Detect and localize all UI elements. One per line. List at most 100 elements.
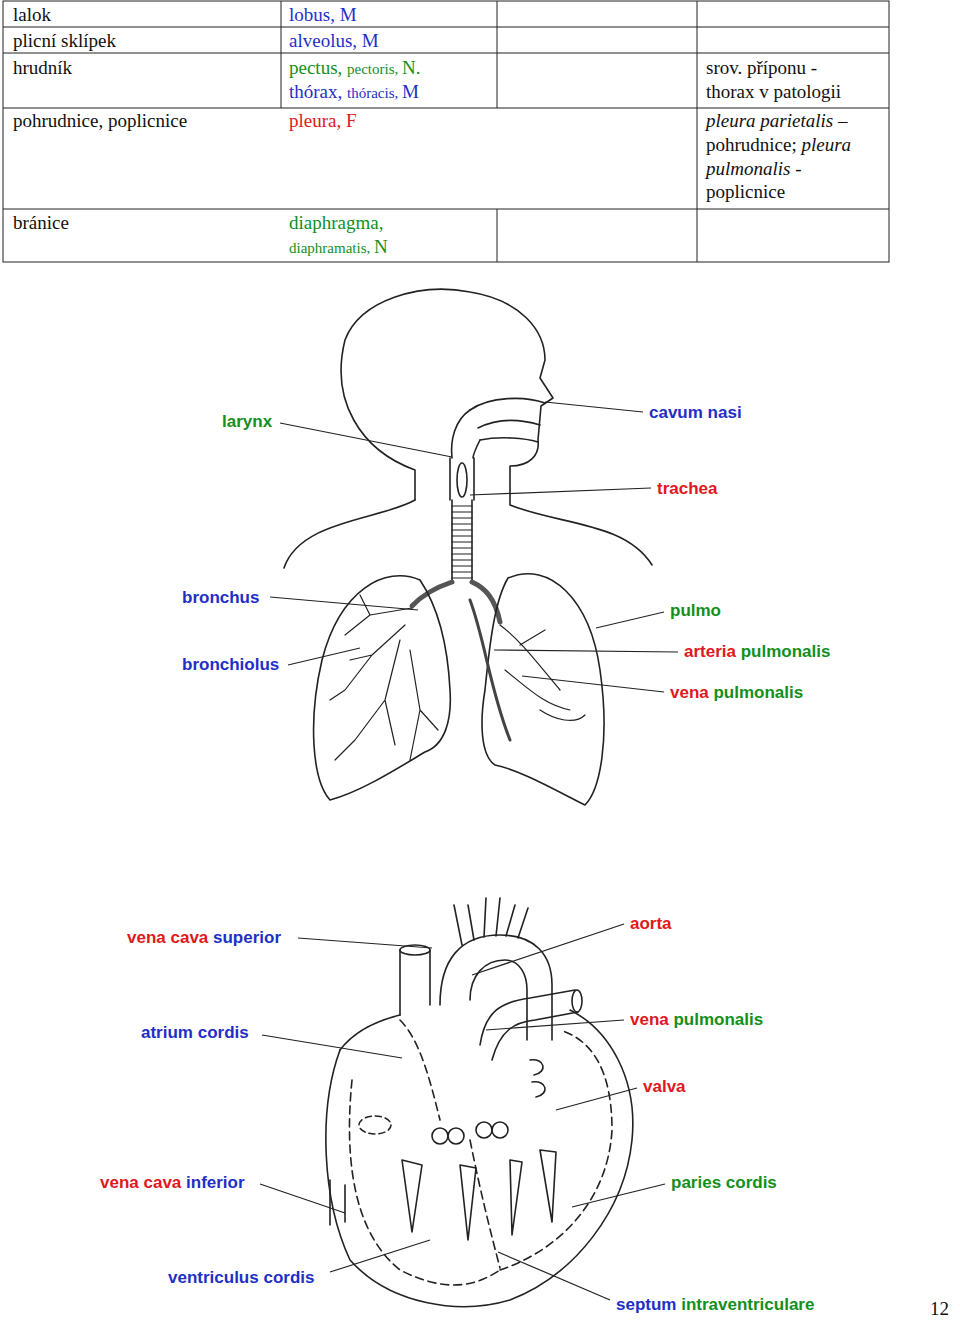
part-label: vena cava inferior: [100, 1172, 245, 1193]
word: valva: [643, 1077, 686, 1096]
table-grid: [3, 108, 889, 109]
word: paries: [671, 1173, 726, 1192]
table-grid: [3, 209, 889, 210]
word: thórax,: [289, 81, 347, 102]
respiratory-drawing: [470, 398, 545, 410]
word: –: [838, 110, 848, 131]
leader-line: [545, 402, 643, 412]
word: bronchiolus: [182, 655, 279, 674]
word: pectus,: [289, 57, 347, 78]
part-label: aorta: [630, 913, 672, 934]
respiratory-drawing: [470, 600, 510, 740]
part-label: vena cava superior: [127, 927, 281, 948]
heart-drawing: [330, 1180, 345, 1225]
word: cordis: [263, 1268, 314, 1287]
word: M: [340, 4, 357, 25]
leader-line: [262, 1035, 402, 1058]
part-label: paries cordis: [671, 1172, 777, 1193]
part-label: valva: [643, 1076, 686, 1097]
table-cell: plicní sklípek: [13, 29, 116, 53]
respiratory-drawing: [330, 595, 438, 760]
leader-line: [288, 648, 360, 665]
heart-drawing: [340, 1015, 400, 1050]
part-label: vena pulmonalis: [630, 1009, 763, 1030]
word: cordis: [198, 1023, 249, 1042]
word: ventriculus: [168, 1268, 263, 1287]
respiratory-drawing: [452, 500, 472, 582]
heart-drawing: [440, 935, 552, 1040]
respiratory-drawing: [284, 500, 415, 568]
word: lalok: [13, 4, 51, 25]
respiratory-drawing: [314, 576, 451, 800]
leader-line: [260, 1184, 345, 1213]
word: pectoris,: [347, 61, 402, 77]
table-grid: [281, 1, 282, 108]
part-label: vena pulmonalis: [670, 682, 803, 703]
word: cordis: [726, 1173, 777, 1192]
table-cell: pectus, pectoris, N. thórax, thóracis, M: [289, 56, 421, 104]
word: pleura: [802, 134, 852, 155]
word: superior: [213, 928, 281, 947]
heart-drawing: [470, 1140, 500, 1268]
part-label: trachea: [657, 478, 717, 499]
word: larynx: [222, 412, 272, 431]
respiratory-drawing: [482, 574, 604, 805]
respiratory-drawing: [450, 458, 474, 500]
word: srov.: [706, 57, 747, 78]
heart-drawing: [326, 1010, 633, 1307]
part-label: ventriculus cordis: [168, 1267, 314, 1288]
respiratory-drawing: [473, 440, 480, 458]
heart-drawing: [476, 1122, 492, 1138]
leader-line: [522, 676, 664, 692]
word: cava: [143, 1173, 186, 1192]
respiratory-drawing: [341, 289, 652, 565]
word: thorax: [706, 81, 759, 102]
word: aorta: [630, 914, 672, 933]
respiratory-drawing: [452, 506, 472, 578]
word: v: [759, 81, 773, 102]
heart-drawing: [572, 990, 582, 1012]
word: cavum: [649, 403, 708, 422]
leader-line: [330, 1240, 430, 1272]
part-label: larynx: [222, 411, 272, 432]
leader-line: [572, 1184, 665, 1207]
word: F: [346, 110, 357, 131]
heart-drawing: [349, 1080, 500, 1285]
heart-drawing: [448, 1128, 464, 1144]
word: -: [811, 57, 817, 78]
word: N: [374, 236, 388, 257]
word: parietalis: [760, 110, 838, 131]
table-cell: bránice: [13, 211, 69, 235]
word: inferior: [186, 1173, 245, 1192]
word: pulmonalis: [673, 1010, 763, 1029]
word: M: [362, 30, 379, 51]
word: lobus,: [289, 4, 340, 25]
word: bronchus: [182, 588, 259, 607]
table-cell: lalok: [13, 3, 51, 27]
part-label: arteria pulmonalis: [684, 641, 830, 662]
table-grid: [497, 1, 498, 108]
word: 12: [930, 1298, 949, 1319]
table-grid: [3, 1, 889, 262]
respiratory-drawing: [284, 289, 652, 805]
table-cell: pleura, F: [289, 109, 357, 133]
leader-line: [298, 938, 432, 948]
table-grid: [497, 209, 498, 262]
leader-line: [472, 924, 624, 975]
word: nasi: [708, 403, 742, 422]
word: pulmo: [670, 601, 721, 620]
part-label: cavum nasi: [649, 402, 742, 423]
table-grid: [3, 27, 889, 28]
word: alveolus,: [289, 30, 362, 51]
respiratory-drawing: [480, 438, 538, 442]
table-grid: [3, 1, 889, 262]
heart-drawing: [500, 1030, 612, 1270]
respiratory-drawing: [452, 410, 470, 458]
word: sklípek: [61, 30, 116, 51]
word: cava: [170, 928, 213, 947]
word: N.: [402, 57, 420, 78]
respiratory-drawing: [457, 463, 467, 497]
word: bránice: [13, 212, 69, 233]
heart-drawing: [454, 898, 528, 945]
